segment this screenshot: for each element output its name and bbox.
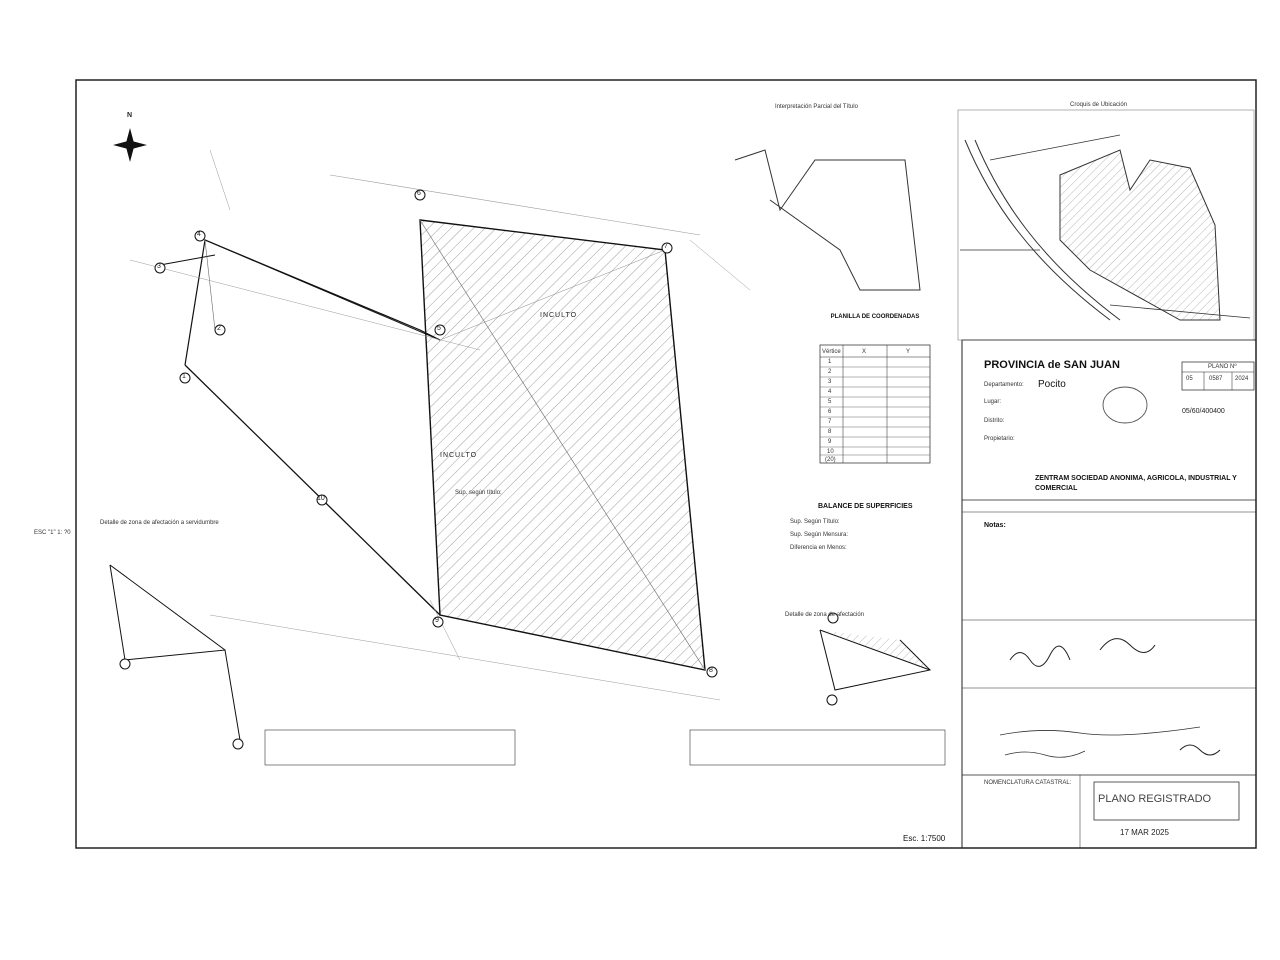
plano-number-part-1: 05 bbox=[1186, 376, 1193, 382]
scale-label: Esc. 1:7500 bbox=[903, 834, 946, 843]
vertex-label-2: 2 bbox=[217, 325, 221, 332]
side-scale: ESC "1" 1: ?0 bbox=[34, 530, 71, 536]
interp-title: Interpretación Parcial del Título bbox=[775, 104, 858, 110]
coords-title: PLANILLA DE COORDENADAS bbox=[830, 314, 920, 320]
coords-header-vertex: Vértice bbox=[822, 349, 841, 355]
coords-row: 2 bbox=[828, 369, 832, 375]
vertex-label-7: 7 bbox=[664, 243, 668, 250]
distrito-label: Distrito: bbox=[984, 418, 1005, 424]
balance-row-titulo: Sup. Según Título: bbox=[790, 519, 840, 525]
vertex-label-6: 6 bbox=[417, 190, 421, 197]
vertex-label-3: 3 bbox=[157, 263, 161, 270]
vertex-label-5: 5 bbox=[437, 325, 441, 332]
balance-title: BALANCE DE SUPERFICIES bbox=[818, 503, 913, 510]
coords-row: 4 bbox=[828, 389, 832, 395]
coords-row: (20) bbox=[825, 457, 836, 463]
cadastral-code: 05/60/400400 bbox=[1182, 408, 1225, 415]
north-label: N bbox=[127, 112, 133, 119]
coords-row: 8 bbox=[828, 429, 832, 435]
nomenclatura-label: NOMENCLATURA CATASTRAL: bbox=[984, 780, 1072, 786]
department-value: Pocito bbox=[1038, 379, 1066, 390]
plano-number-part-3: 2024 bbox=[1235, 376, 1249, 382]
owner-name: ZENTRAM SOCIEDAD ANONIMA, AGRICOLA, INDU… bbox=[1035, 475, 1237, 492]
coords-header-x: X bbox=[862, 349, 867, 355]
detail-right-title: Detalle de zona de afectación bbox=[785, 612, 865, 618]
detail-left-title: Detalle de zona de afectación a servidum… bbox=[100, 520, 219, 526]
coords-row: 5 bbox=[828, 399, 832, 405]
coords-row: 9 bbox=[828, 439, 832, 445]
coords-row: 7 bbox=[828, 419, 832, 425]
inculto-label-1: INCULTO bbox=[540, 312, 578, 319]
croquis-title: Croquis de Ubicación bbox=[1070, 102, 1128, 108]
vertex-label-8: 8 bbox=[709, 667, 713, 674]
stamp-date: 17 MAR 2025 bbox=[1120, 828, 1169, 837]
coords-row: 10 bbox=[827, 449, 834, 455]
lugar-label: Lugar: bbox=[984, 399, 1002, 405]
coords-row: 1 bbox=[828, 359, 832, 365]
coords-header-y: Y bbox=[906, 349, 911, 355]
parcel-sup-label: Sup. según título: bbox=[455, 490, 502, 496]
vertex-label-9: 9 bbox=[435, 617, 439, 624]
coords-row: 3 bbox=[828, 379, 832, 385]
inculto-label-2: INCULTO bbox=[440, 452, 478, 459]
coords-row: 6 bbox=[828, 409, 832, 415]
department-label: Departamento: bbox=[984, 382, 1024, 388]
plano-number-label: PLANO Nº bbox=[1208, 364, 1237, 370]
registered-stamp: PLANO REGISTRADO bbox=[1098, 793, 1212, 805]
province-title: PROVINCIA de SAN JUAN bbox=[984, 359, 1120, 371]
vertex-label-1: 1 bbox=[182, 373, 186, 380]
plano-number-part-2: 0587 bbox=[1209, 376, 1223, 382]
propietario-label: Propietario: bbox=[984, 436, 1015, 442]
balance-row-diferencia: Diferencia en Menos: bbox=[790, 545, 847, 551]
vertex-label-4: 4 bbox=[197, 231, 201, 238]
balance-row-mensura: Sup. Según Mensura: bbox=[790, 532, 849, 538]
vertex-label-10: 10 bbox=[317, 495, 325, 502]
notes-title: Notas: bbox=[984, 522, 1006, 529]
